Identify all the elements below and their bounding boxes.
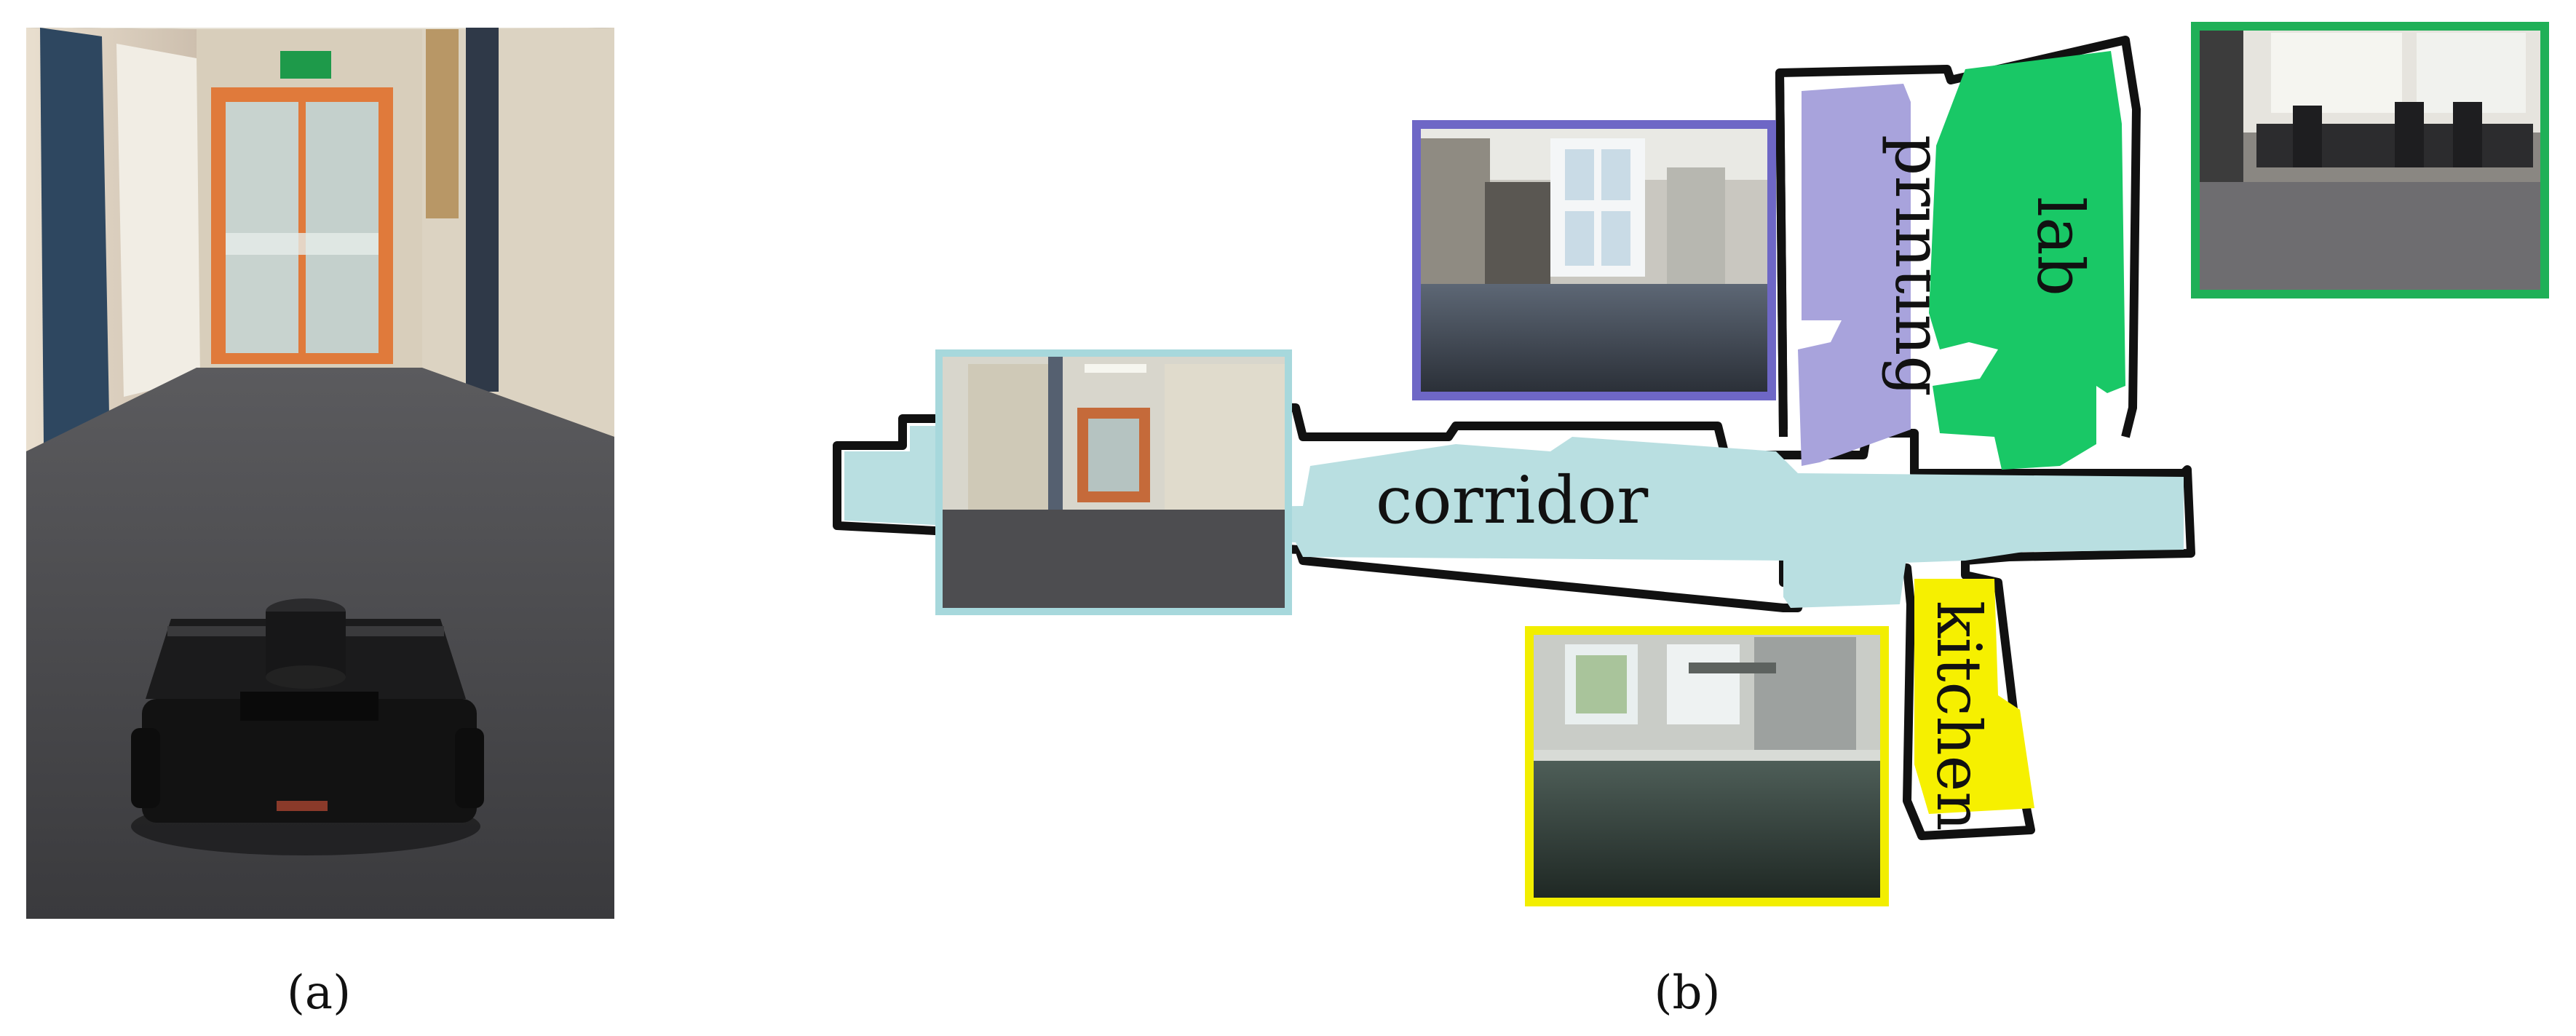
- room-corridor-bottom: [1783, 550, 1907, 608]
- inset-photo-printing: [1412, 120, 1776, 400]
- room-label-corridor: corridor: [1376, 462, 1649, 539]
- room-label-lab: lab: [2023, 197, 2098, 296]
- room-label-kitchen: kitchen: [1923, 601, 1994, 831]
- room-kitchen: kitchen: [1914, 579, 2034, 831]
- caption-panel-b: (b): [1654, 966, 1721, 1020]
- room-kitchen-region: [1914, 579, 2034, 814]
- room-lab: lab: [1929, 51, 2125, 470]
- caption-panel-a: (a): [287, 966, 351, 1020]
- robot-photo: [26, 28, 614, 919]
- semantic-map: corridor printing lab kitchen: [833, 22, 2549, 906]
- inset-photo-corridor: [935, 349, 1292, 615]
- room-lab-region: [1929, 51, 2125, 470]
- robot: [131, 598, 484, 855]
- inset-photo-lab: [2191, 22, 2549, 298]
- room-printing-region: [1798, 84, 1911, 466]
- inset-photo-kitchen: [1525, 626, 1889, 906]
